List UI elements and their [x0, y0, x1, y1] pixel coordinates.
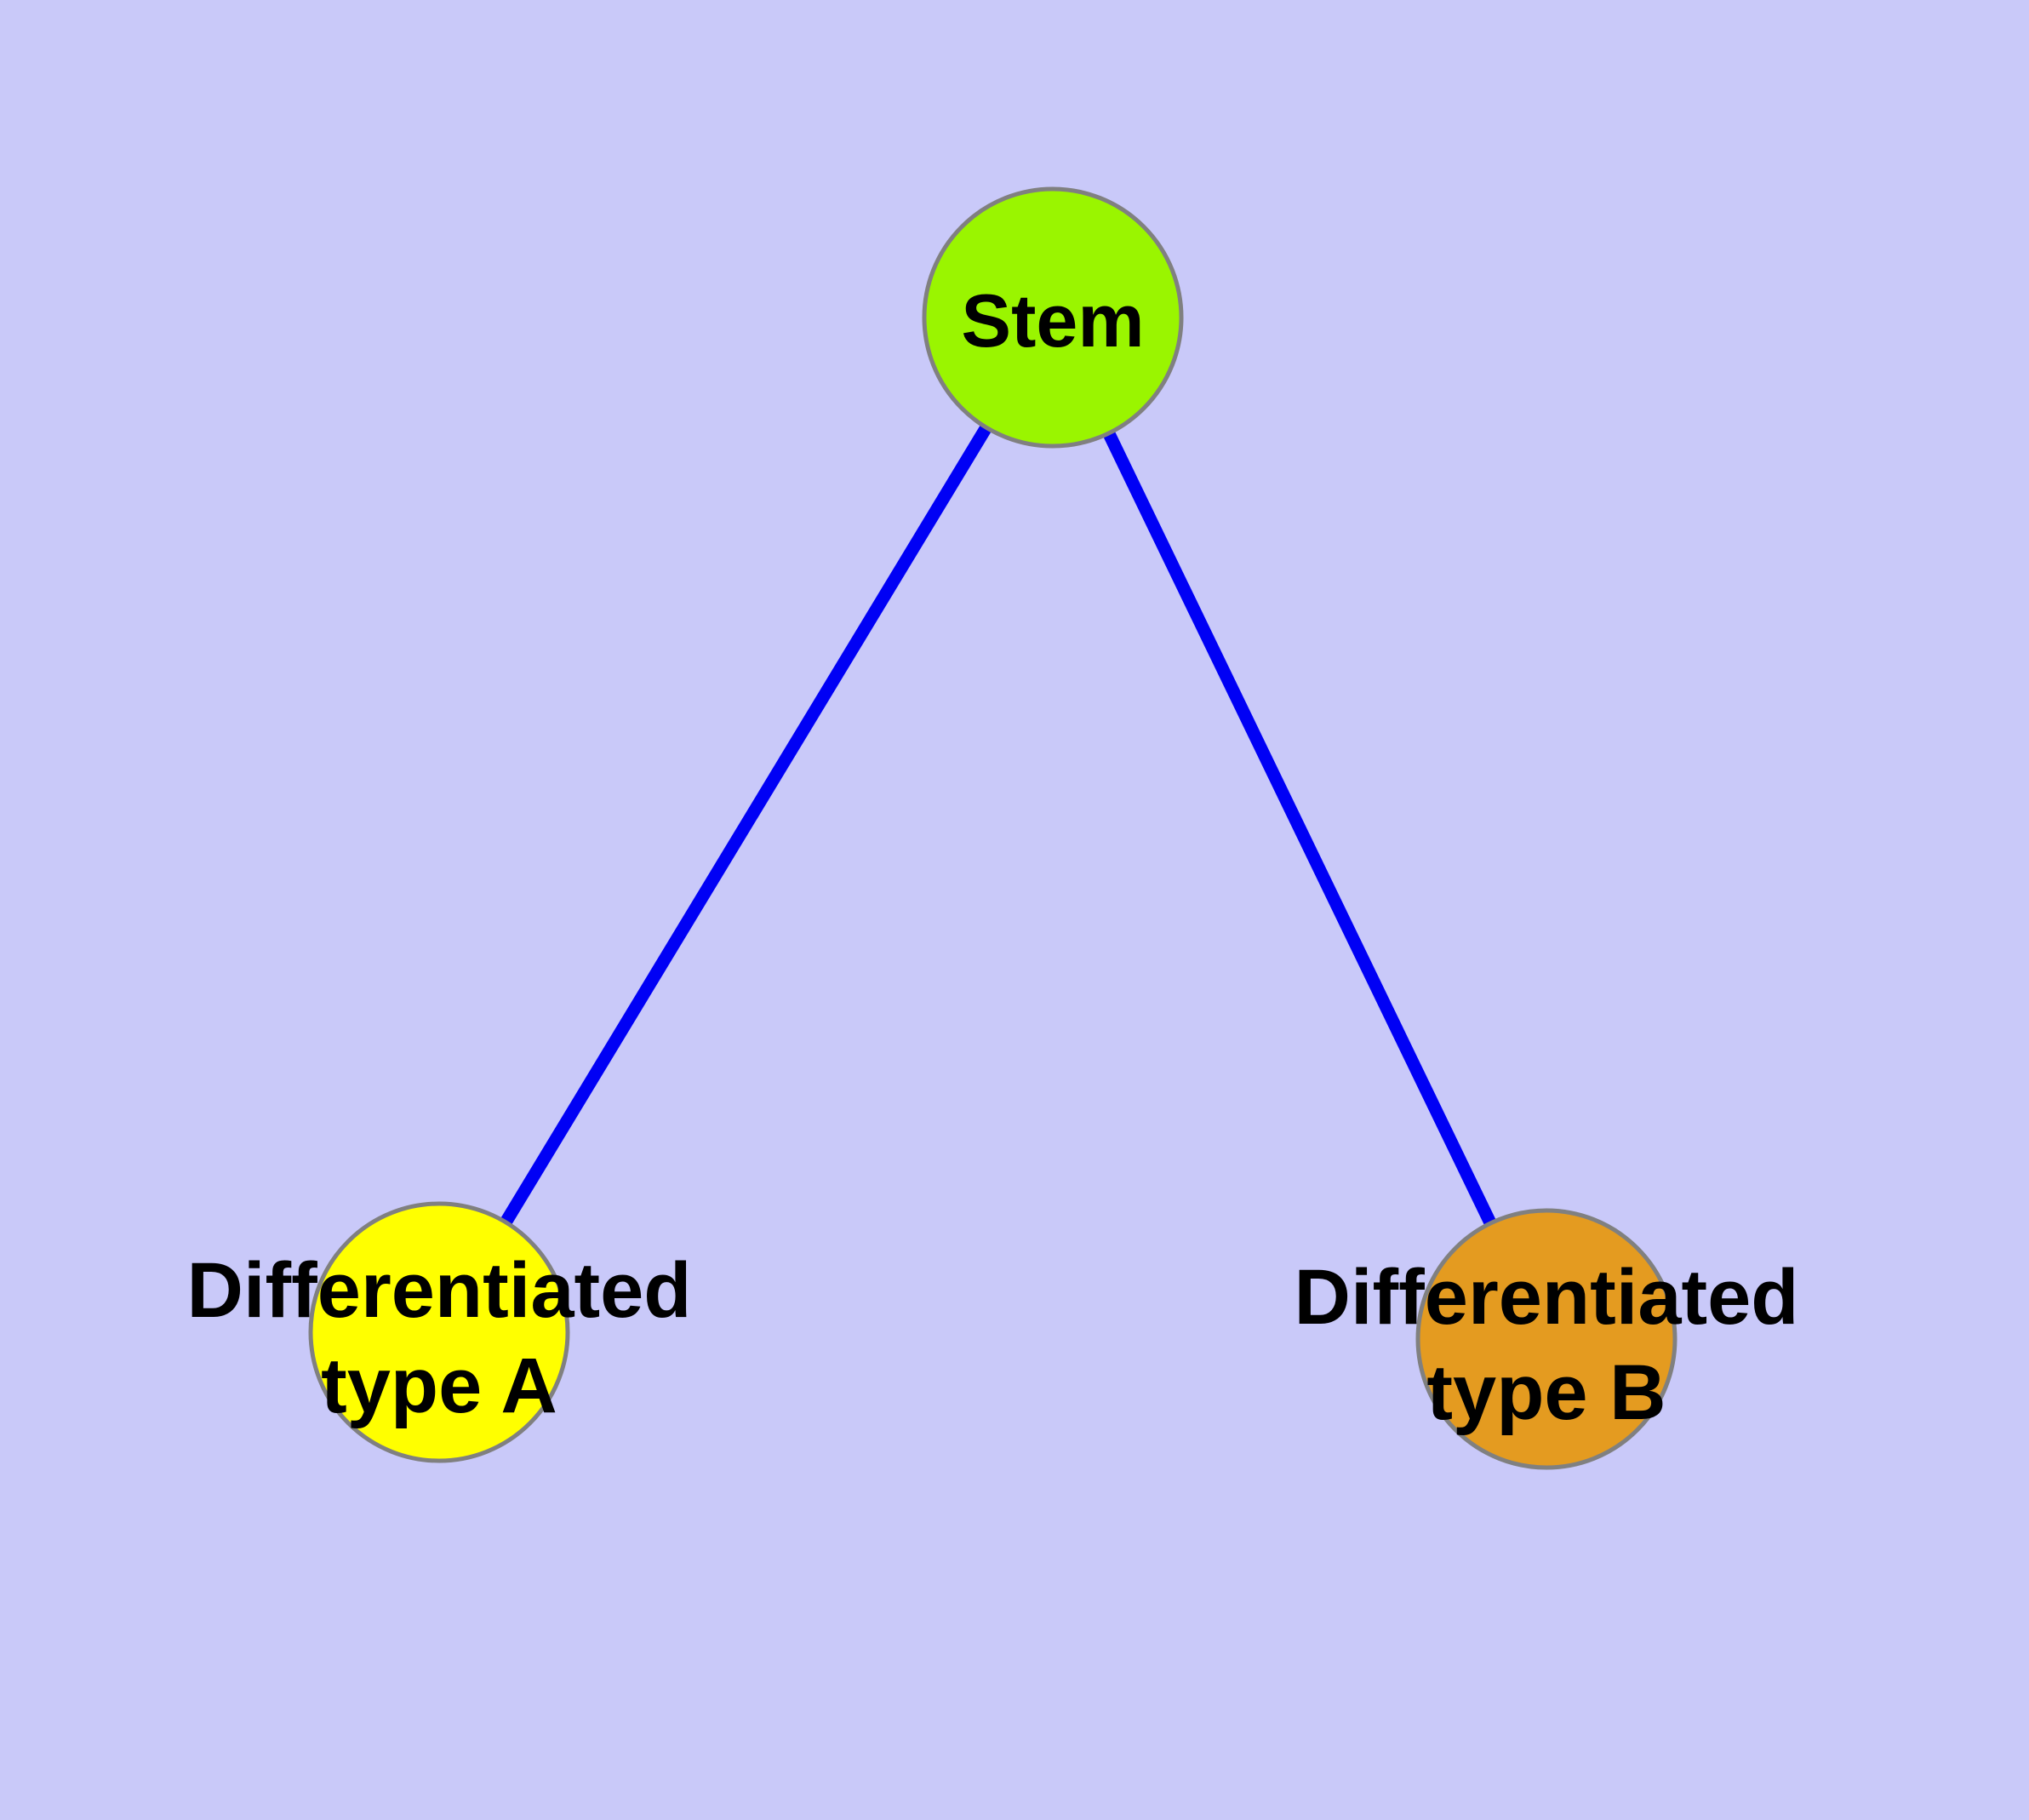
type-a-node	[308, 1201, 570, 1463]
type-b-node	[1415, 1208, 1677, 1470]
edge-stem-to-type-a	[433, 314, 1059, 1336]
stem-node	[922, 186, 1184, 449]
type-b-label-line2: type B	[1426, 1349, 1666, 1436]
type-a-label-line1: Differentiated	[187, 1247, 692, 1334]
type-a-label-line2: type A	[321, 1342, 557, 1429]
edge-stem-to-type-b	[1047, 314, 1552, 1342]
stem-node-label: Stem	[961, 278, 1144, 363]
type-b-label-line1: Differentiated	[1295, 1254, 1799, 1341]
